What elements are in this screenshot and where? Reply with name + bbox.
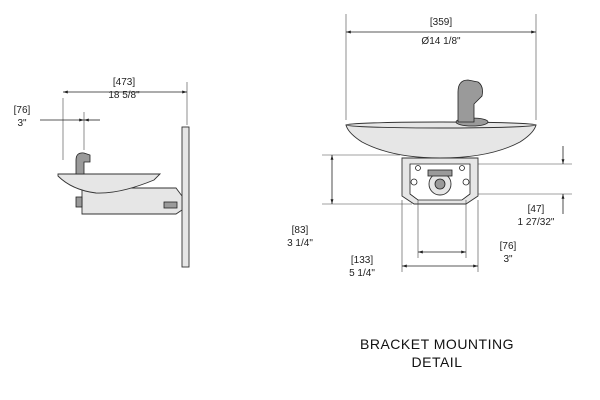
bracket-width-mm: [133]: [351, 255, 373, 266]
front-bowl: [345, 124, 537, 159]
hole-spacing-in: 3": [503, 254, 513, 265]
front-view: [359] Ø14 1/8" [83] 3 1/4" [133] 5 1/4" …: [287, 14, 572, 279]
hole-offset-mm: [47]: [528, 204, 545, 215]
side-bubbler: [75, 152, 91, 175]
arm-tab: [163, 201, 178, 209]
bracket-center-hub: [434, 178, 446, 190]
side-offset-in: 3": [17, 118, 27, 129]
hole-spacing-mm: [76]: [500, 241, 517, 252]
wall-plate: [181, 126, 190, 268]
side-offset-mm: [76]: [14, 105, 31, 116]
bowl-diameter-in: Ø14 1/8": [421, 36, 461, 47]
arm-end-cap: [75, 196, 83, 208]
support-arm: [81, 187, 183, 215]
caption-line-1: BRACKET MOUNTING: [360, 336, 514, 352]
caption-line-2: DETAIL: [412, 354, 463, 370]
side-bowl: [57, 173, 162, 194]
hole-offset-in: 1 27/32": [518, 217, 555, 228]
bracket-width-in: 5 1/4": [349, 268, 375, 279]
mounting-hole: [410, 178, 418, 186]
bracket-height-mm: [83]: [292, 225, 309, 236]
side-width-mm: [473]: [113, 77, 135, 88]
bowl-diameter-mm: [359]: [430, 17, 452, 28]
bracket-height-in: 3 1/4": [287, 238, 313, 249]
bracket-clamp: [427, 169, 453, 177]
side-width-in: 18 5/8": [108, 90, 140, 101]
bowl-rim: [345, 121, 537, 129]
mounting-hole: [415, 165, 421, 171]
front-bubbler: [457, 79, 483, 123]
mounting-hole: [459, 165, 465, 171]
mounting-hole: [462, 178, 470, 186]
side-view: [473] 18 5/8" [76] 3": [14, 77, 190, 268]
